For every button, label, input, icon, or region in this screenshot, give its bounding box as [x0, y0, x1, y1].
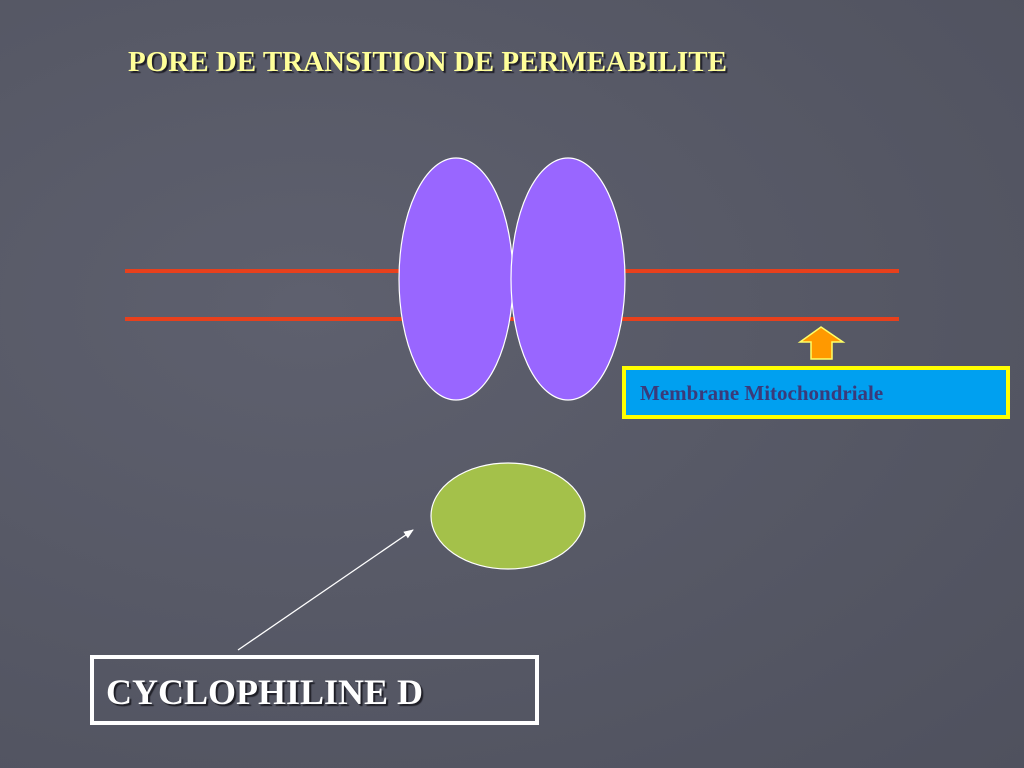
- pointer-arrow-icon: [237, 529, 414, 651]
- membrane-label-box: Membrane Mitochondriale: [622, 366, 1010, 419]
- cyclophilin-d-shape: [430, 462, 586, 570]
- slide-title: PORE DE TRANSITION DE PERMEABILITE: [128, 46, 727, 78]
- membrane-label-text: Membrane Mitochondriale: [640, 381, 884, 405]
- up-arrow-icon: [797, 326, 846, 360]
- cyclophilin-label-text: CYCLOPHILINE D: [106, 672, 424, 712]
- pore-subunit-left: [398, 157, 514, 401]
- cyclophilin-label-box: CYCLOPHILINE D: [90, 655, 539, 725]
- pore-subunit-right: [510, 157, 626, 401]
